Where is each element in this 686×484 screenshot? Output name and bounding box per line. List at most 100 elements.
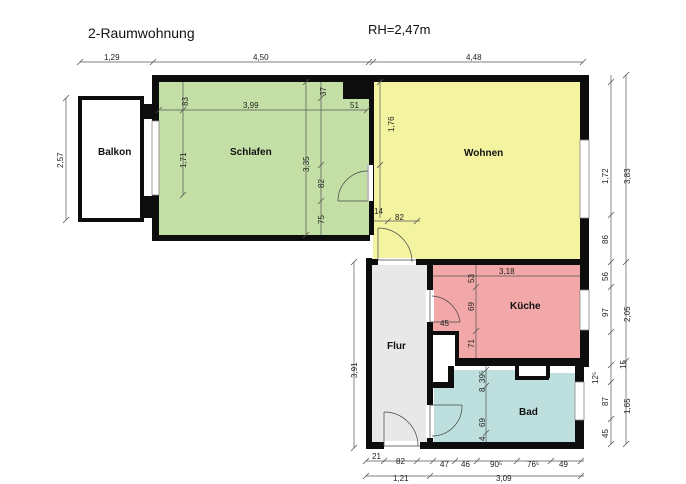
dim-kueche-53: 53	[467, 274, 476, 283]
dim-tick	[179, 106, 187, 114]
wall-kueche-notch-v	[455, 331, 459, 361]
dim-tick	[607, 258, 615, 266]
dim-schlafen-51: 51	[350, 101, 359, 110]
dim-tick	[426, 472, 434, 480]
dim-tick	[384, 217, 392, 225]
dim-tick	[363, 106, 371, 114]
dim-kueche-width: 3,18	[499, 267, 515, 276]
dim-tick	[376, 78, 384, 86]
dim-right-45: 45	[601, 429, 610, 438]
dim-tick	[472, 283, 480, 291]
wall-flur-right	[427, 265, 433, 446]
dim-tick	[369, 58, 377, 66]
room-height-label: RH=2,47m	[368, 22, 431, 37]
dim-bottom-21: 21	[372, 452, 381, 461]
room-bad-fill	[434, 370, 575, 442]
wall-schlafen-wohnen	[369, 82, 374, 235]
dim-bad-395: 39⁵	[478, 371, 487, 383]
room-wohnen-fill	[373, 82, 580, 259]
dim-tick	[607, 415, 615, 423]
dim-right-15: 15	[619, 360, 628, 369]
door-schlafen-wohnen	[337, 165, 373, 202]
dim-tick	[607, 361, 615, 369]
dim-bottom-47: 47	[440, 460, 449, 469]
wall-bottom	[366, 442, 584, 449]
dim-tick	[317, 197, 325, 205]
dim-bottom-309: 3,09	[496, 474, 512, 483]
dim-bottom-121: 1,21	[393, 474, 409, 483]
room-schlafen-fill	[159, 82, 369, 235]
dim-tick	[472, 327, 480, 335]
room-label-kueche: Küche	[510, 301, 541, 312]
dim-tick	[622, 440, 630, 448]
dim-tick	[451, 457, 459, 465]
dim-bottom-905: 90⁵	[490, 460, 502, 469]
room-label-balkon: Balkon	[98, 147, 131, 158]
dim-left-flur: 3,91	[350, 362, 359, 378]
dim-tick	[362, 472, 370, 480]
dim-tick	[482, 429, 490, 437]
dim-tick	[577, 457, 585, 465]
balcony-outline	[78, 96, 144, 222]
dim-tick	[607, 328, 615, 336]
dim-tick	[622, 71, 630, 79]
plan-title: 2-Raumwohnung	[88, 25, 195, 41]
dim-tick	[362, 457, 370, 465]
dim-bottom-49: 49	[559, 460, 568, 469]
dim-schlafen-171: 1,71	[179, 152, 188, 168]
dim-wohnen-82: 82	[395, 213, 404, 222]
dim-tick	[473, 457, 481, 465]
dim-tick	[302, 231, 310, 239]
wall-bad-step1	[433, 382, 453, 388]
dim-bottom-82: 82	[396, 457, 405, 466]
dim-bad-8: 8	[478, 387, 487, 392]
dim-tick	[482, 366, 490, 374]
dim-schlafen-82: 82	[317, 179, 326, 188]
wall-schlafen-bottom	[152, 235, 370, 241]
dim-tick	[149, 58, 157, 66]
balcony-wall-bottom	[140, 196, 154, 218]
dim-tick	[317, 94, 325, 102]
dim-tick	[413, 217, 421, 225]
wall-pillar	[343, 82, 369, 99]
dim-schlafen-37: 37	[319, 87, 328, 96]
dim-tick	[365, 58, 373, 66]
door-entrance	[383, 411, 420, 449]
dim-tick	[179, 191, 187, 199]
dim-tick	[62, 216, 70, 224]
room-label-schlafen: Schlafen	[230, 147, 272, 158]
dim-tick	[577, 472, 585, 480]
dim-right-total: 3,83	[623, 168, 632, 184]
window-kueche	[579, 289, 590, 331]
dim-tick	[607, 378, 615, 386]
window-balkon-door	[151, 120, 160, 196]
dim-tick	[302, 78, 310, 86]
dim-schlafen-75: 75	[317, 215, 326, 224]
dim-tick	[317, 161, 325, 169]
dim-wohnen-14: 14	[374, 207, 383, 216]
dim-right-165: 1,65	[623, 398, 632, 414]
door-wohnen-flur	[377, 227, 416, 265]
dim-right-56: 56	[601, 272, 610, 281]
dim-schlafen-335: 3,35	[302, 156, 311, 172]
dim-tick	[622, 258, 630, 266]
dim-tick	[607, 440, 615, 448]
dim-right-205: 2,05	[623, 306, 632, 322]
dim-tick	[607, 211, 615, 219]
room-flur-fill	[372, 264, 427, 446]
wall-bad-step2	[448, 366, 454, 388]
dim-top-2: 4,50	[253, 53, 269, 62]
door-flur-kueche	[426, 290, 461, 323]
dim-tick	[513, 457, 521, 465]
wall-bad-shaft2	[515, 376, 549, 380]
dim-tick	[376, 161, 384, 169]
dim-schlafen-83: 83	[181, 97, 190, 106]
dim-kueche-69: 69	[467, 302, 476, 311]
dim-bottom-46: 46	[461, 460, 470, 469]
dim-wohnen-176: 1,76	[387, 116, 396, 132]
wall-bad-shaft1	[515, 366, 519, 379]
room-kueche-fill	[433, 265, 580, 358]
room-label-wohnen: Wohnen	[464, 148, 503, 159]
dim-tick	[429, 457, 437, 465]
